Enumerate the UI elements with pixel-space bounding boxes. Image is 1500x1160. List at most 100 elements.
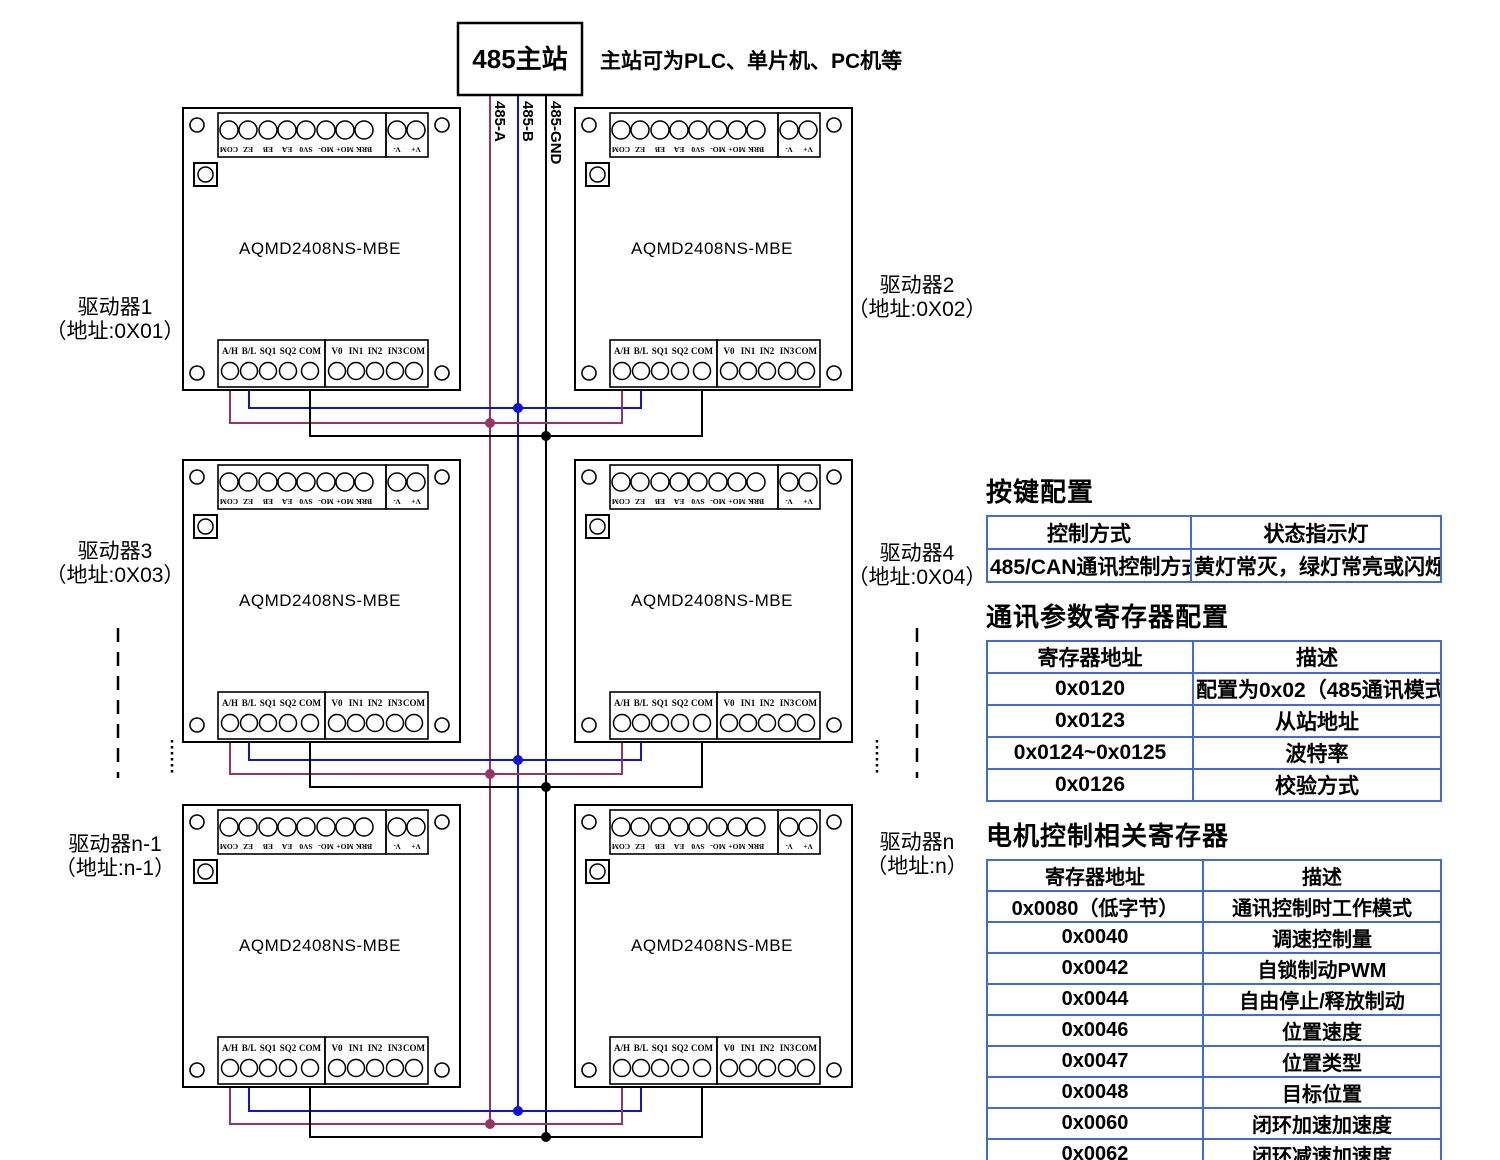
terminal-label: B/L [242,698,257,708]
key-config-table: 控制方式 状态指示灯 485/CAN通讯控制方式黄灯常灭，绿灯常亮或闪烁 [986,515,1442,583]
terminal-circle [727,472,747,492]
section-title: 电机控制相关寄存器 [986,821,1230,851]
terminal-label: V+ [411,145,421,154]
terminal-circle [688,472,708,492]
terminal-strip-bottom-right [716,1036,821,1085]
junction-dot [513,755,523,765]
table-cell: 0x0047 [986,1045,1204,1078]
terminal-circle [669,817,689,837]
terminal-circle [258,817,278,837]
terminal-circle [327,713,347,733]
mounting-hole [434,814,450,830]
terminal-circle [316,472,336,492]
terminal-strip-bottom-right [324,339,429,388]
terminal-label: SQ1 [652,346,669,356]
terminal-label: MO- [710,842,726,851]
terminal-circle [346,361,366,381]
terminal-circle [611,472,631,492]
driver-name-label: 驱动器3 [78,540,153,563]
terminal-circle [365,361,385,381]
config-button-cap [589,863,606,880]
terminal-circle [669,472,689,492]
table-cell: 闭环减速加速度 [1202,1138,1442,1160]
terminal-circle [719,713,739,733]
terminal-circle [278,1058,298,1078]
terminal-label: MO- [318,497,334,506]
master-station-box [456,21,584,97]
terminal-label: COM [795,346,818,356]
terminal-circle [277,472,297,492]
terminal-circle [346,1058,366,1078]
terminal-label: COM [299,698,322,708]
terminal-label: EZ [243,145,253,154]
terminal-label: SV0 [299,145,313,154]
terminal-strip-power [777,809,821,855]
driver-name-label: 驱动器4 [880,542,955,565]
terminal-circle [365,1058,385,1078]
terminal-label: IN2 [368,698,383,708]
terminal-circle [796,361,816,381]
terminal-circle [670,1058,690,1078]
terminal-circle [708,817,728,837]
terminal-label: COM [795,1043,818,1053]
terminal-label: SQ1 [652,1043,669,1053]
terminal-label: IN3 [388,698,403,708]
terminal-circle [335,817,355,837]
terminal-label: A/H [614,1043,630,1053]
terminal-label: BRK [748,842,764,851]
terminal-label: COM [691,1043,714,1053]
terminal-label: EA [281,842,292,851]
terminal-circle [692,1058,712,1078]
table-cell: 位置速度 [1202,1014,1442,1047]
terminal-circle [738,1058,758,1078]
terminal-circle [798,120,818,140]
terminal-label: COM [612,497,630,506]
terminal-circle [300,1058,320,1078]
table-cell: 0x0062 [986,1138,1204,1160]
terminal-label: SV0 [691,145,705,154]
terminal-label: V0 [332,346,343,356]
table-row: 485/CAN通讯控制方式黄灯常灭，绿灯常亮或闪烁 [986,548,1442,583]
bus-label-485-b: 485-B [519,101,536,142]
driver-name-label: 驱动器n-1 [68,833,161,856]
terminal-circle [239,713,259,733]
terminal-circle [220,361,240,381]
terminal-circle [688,120,708,140]
terminal-label: IN3 [388,1043,403,1053]
terminal-circle [296,120,316,140]
column-header: 控制方式 [986,515,1192,550]
mounting-hole [826,814,842,830]
mounting-hole [434,1062,450,1078]
terminal-circle [335,472,355,492]
terminal-label: COM [795,698,818,708]
terminal-circle [387,817,407,837]
terminal-label: SQ2 [672,346,689,356]
terminal-label: IN3 [388,346,403,356]
terminal-circle [779,120,799,140]
table-cell: 0x0044 [986,983,1204,1016]
mounting-hole [826,117,842,133]
driver-frame [182,804,461,1088]
terminal-circle [327,1058,347,1078]
terminal-label: IN1 [741,1043,756,1053]
terminal-label: B/L [634,1043,649,1053]
mounting-hole [434,469,450,485]
table-cell: 485/CAN通讯控制方式 [986,548,1192,583]
junction-dot [541,1132,551,1142]
terminal-strip-bottom-right [324,1036,429,1085]
terminal-label: EZ [635,145,645,154]
terminal-circle [327,361,347,381]
wire-b [248,742,642,761]
terminal-label: IN3 [780,346,795,356]
terminal-circle [670,713,690,733]
terminal-label: BRK [356,145,372,154]
terminal-circle [220,1058,240,1078]
terminal-label: BRK [748,497,764,506]
